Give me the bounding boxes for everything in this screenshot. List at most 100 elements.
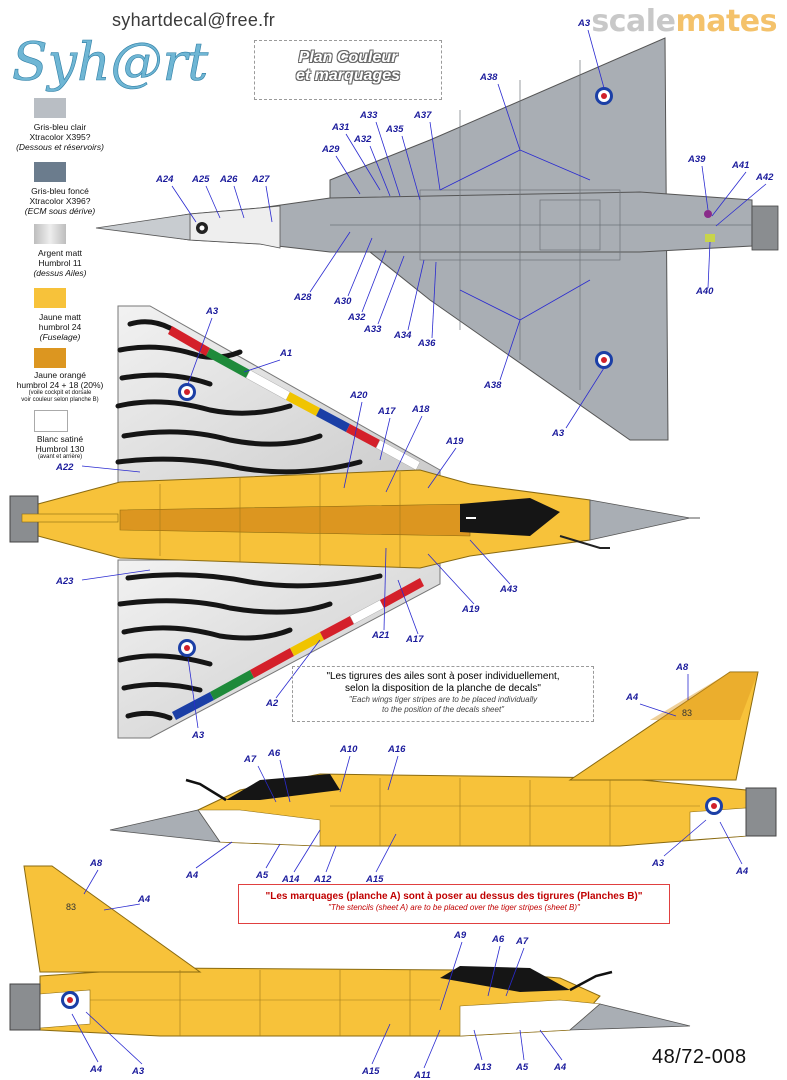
callout-label: A37 [413,110,432,121]
callout-label: A5 [255,870,269,881]
plan-title-line2: et marquages [295,67,401,84]
watermark-mates: mates [675,4,777,39]
header-email: syhartdecal@free.fr [112,10,276,30]
callout-label: A4 [137,894,151,905]
callout-label: A5 [515,1062,529,1073]
callout-label: A33 [363,324,382,335]
callout-label: A28 [293,292,312,303]
callout-label: A40 [695,286,714,297]
reference-number: 48/72-008 [652,1046,747,1068]
callout-label: A42 [755,172,774,183]
brand-logo-text: Syh@rt [12,33,208,92]
callout-label: A35 [385,124,404,135]
callout-label: A14 [281,874,300,885]
callout-label: A10 [339,744,358,755]
flag-strip-lower [172,578,424,720]
brand-logo: Syh@rt [12,33,209,92]
callout-label: A3 [577,18,591,29]
fuselage-code: 12-YL [255,818,282,829]
callout-label: A4 [553,1062,567,1073]
legend-swatch-silver [34,224,66,244]
plan-title-line1: Plan Couleur [298,49,398,66]
plan-title-box: Plan Couleur et marquages [254,40,442,100]
callouts-side-right: A8 A4 A9 A6 A7 A4 A3 A15 A11 A13 A5 A4 [71,858,567,1080]
callout-label: A31 [331,122,349,133]
underside-view [95,37,779,441]
callouts-top-view: A3 A1 A20 A17 A18 A19 A22 A23 A43 A19 A2… [55,306,518,741]
callout-label: A15 [361,1066,380,1077]
callout-label: A3 [651,858,665,869]
callout-label: A7 [515,936,529,947]
legend-swatch-white [34,410,68,432]
callout-label: A6 [267,748,281,759]
callout-label: A11 [413,1070,431,1080]
callout-label: A3 [191,730,205,741]
callout-label: A25 [191,174,210,185]
callout-label: A8 [89,858,103,869]
callout-label: A24 [155,174,174,185]
callout-label: A4 [735,866,749,877]
roundel-icon [178,639,196,657]
callouts-underside: A3 A38 A37 A33 A35 A31 A32 A29 A24 A25 A… [155,18,774,439]
callout-label: A32 [347,312,366,323]
callout-label: A34 [393,330,412,341]
callout-label: A27 [251,174,270,185]
callout-label: A30 [333,296,352,307]
callout-label: A12 [313,874,332,885]
callout-label: A21 [371,630,389,641]
callout-label: A23 [55,576,74,587]
callout-label: A9 [453,930,467,941]
callout-label: A15 [365,874,384,885]
callout-label: A38 [483,380,502,391]
side-view-left: 83 12-YL [109,671,777,847]
legend-swatch-dark-grey [34,162,66,182]
callout-label: A4 [185,870,199,881]
tail-code: 83 [682,708,692,718]
callout-label: A43 [499,584,518,595]
callout-label: A3 [131,1066,145,1077]
callout-label: A13 [473,1062,492,1073]
callouts-side-left: A8 A4 A7 A6 A10 A16 A4 A5 A14 A12 A15 A3… [185,662,749,885]
callout-label: A6 [491,934,505,945]
roundel-icon [178,383,196,401]
legend-swatch-orange [34,348,66,368]
watermark-scale: scale [591,4,676,39]
callout-label: A17 [377,406,396,417]
callout-label: A16 [387,744,406,755]
callout-label: A39 [687,154,706,165]
callout-label: A2 [265,698,279,709]
callout-label: A8 [675,662,689,673]
roundel-icon [705,797,723,815]
callout-label: A26 [219,174,238,185]
roundel-icon [61,991,79,1009]
scalemates-watermark: scalemates [591,4,777,39]
callout-label: A22 [55,462,74,473]
callout-label: A3 [205,306,219,317]
callout-label: A3 [551,428,565,439]
callout-label: A19 [461,604,480,615]
callout-label: A4 [625,692,639,703]
callout-label: A4 [89,1064,103,1075]
callout-label: A7 [243,754,257,765]
callout-label: A20 [349,390,368,401]
callout-label: A32 [353,134,372,145]
callout-label: A19 [445,436,464,447]
callout-label: A33 [359,110,378,121]
callout-label: A29 [321,144,340,155]
note-tiger-stripes: "Les tigrures des ailes sont à poser ind… [292,666,594,722]
callout-label: A36 [417,338,436,349]
note-markings: "Les marquages (planche A) sont à poser … [238,884,670,924]
legend-swatch-yellow [34,288,66,308]
side-view-right: 83 12-YL [9,865,691,1037]
flag-strip-upper [168,326,421,471]
legend-swatch-light-grey [34,98,66,118]
callout-label: A17 [405,634,424,645]
roundel-icon [595,351,613,369]
